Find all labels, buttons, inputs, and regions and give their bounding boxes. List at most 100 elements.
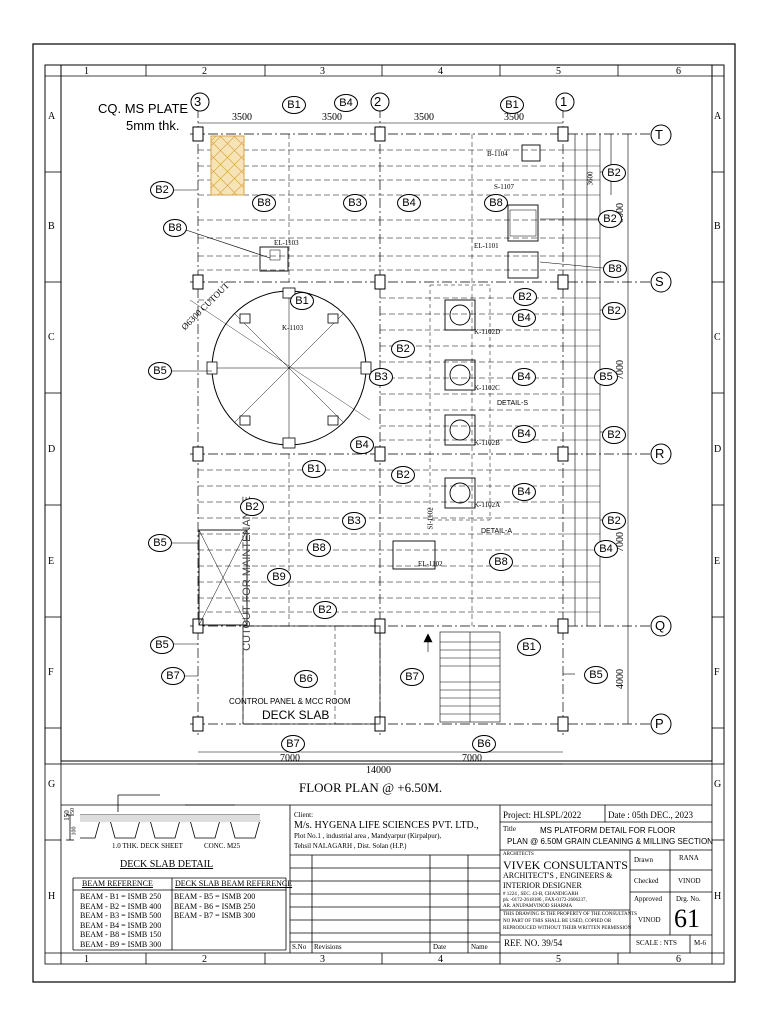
firm-address: AR. ANUPAMVINOD SHARMA	[503, 904, 573, 909]
staircase	[423, 631, 501, 723]
client-address: Tehsil NALAGARH , Dist. Solan (H.P.)	[294, 842, 407, 850]
dimension: 3500	[414, 112, 434, 123]
sheet-number: M-6	[694, 939, 707, 947]
beam-tag: B4	[512, 425, 536, 443]
copyright-note: NO PART OF THIS SHALL BE USED, COPIED OR	[503, 919, 612, 924]
beam-tag: B2	[150, 181, 174, 199]
beam-tag: B7	[400, 668, 424, 686]
row-label: G	[714, 779, 722, 790]
col-label: 3	[320, 954, 325, 965]
row-label: A	[714, 111, 722, 122]
title-label: Title	[503, 825, 516, 833]
dimension: 7000	[280, 753, 300, 764]
grid-bubble: T	[655, 127, 663, 142]
row-label: G	[48, 779, 56, 790]
col-label: 4	[438, 954, 443, 965]
beam-ref-row: BEAM - B2 = ISMB 400	[80, 901, 162, 911]
firm-subtitle: ARCHITECT'S , ENGINEERS &	[503, 871, 613, 880]
row-label: F	[714, 667, 720, 678]
beam-tag: B2	[513, 288, 537, 306]
equipment-tag: B-1104	[487, 150, 508, 158]
client-name: M/s. HYGENA LIFE SCIENCES PVT. LTD.,	[294, 820, 479, 831]
beam-ref-row: BEAM - B6 = ISMB 250	[174, 901, 256, 911]
approved-by: VINOD	[638, 916, 661, 924]
firm-name: VIVEK CONSULTANTS	[503, 858, 628, 872]
plan-title: FLOOR PLAN @ +6.50M.	[299, 780, 443, 795]
checked-label: Checked	[634, 877, 659, 885]
beam-tag: B4	[512, 309, 536, 327]
row-label: F	[48, 667, 54, 678]
beam-ref-row: BEAM - B3 = ISMB 500	[80, 911, 162, 920]
beam-tag: B8	[252, 194, 276, 212]
dimension: 3500	[504, 112, 524, 123]
equipment-tag: K-1102D	[474, 328, 501, 336]
beam-ref-row: BEAM - B5 = ISMB 200	[174, 892, 256, 901]
grid-bubble: R	[655, 446, 665, 461]
beam-tag: B1	[500, 96, 524, 114]
beam-tag: B4	[512, 483, 536, 501]
beam-tag: B4	[594, 540, 618, 558]
firm-address: # 1224 , SEC. 43-B, CHANDIGARH	[503, 892, 579, 897]
col-label: 5	[556, 66, 561, 77]
col-label: 2	[202, 954, 207, 965]
beam-tag: B7	[161, 667, 185, 685]
title-block-lines	[61, 804, 712, 953]
revisions-label: Revisions	[314, 943, 342, 951]
project-number: Project: HLSPL/2022	[503, 810, 582, 820]
beam-tag: B6	[294, 670, 318, 688]
beam-tag: B4	[397, 194, 421, 212]
col-label: 6	[676, 954, 681, 965]
maintenance-cutout-label: CUTOUT FOR MAINTENANCE	[240, 496, 253, 651]
reference-number: REF. NO. 39/54	[504, 938, 563, 948]
copyright-note: REPRODUCED WITHOUT THEIR WRITTEN PERMISS…	[503, 926, 632, 931]
beam-tag: B7	[281, 735, 305, 753]
col-label: 6	[676, 66, 681, 77]
equipment-tag: K-1103	[282, 324, 304, 332]
beam-tag: B3	[369, 368, 393, 386]
deck-note: CONC. M25	[204, 842, 241, 850]
col-label: 1	[84, 954, 89, 965]
beam-tag: B2	[391, 466, 415, 484]
equipment-tag: EL-1102	[418, 560, 443, 568]
name-label: Name	[471, 943, 488, 951]
dimension: 7000	[462, 753, 482, 764]
dimension: 3600	[586, 171, 595, 186]
beam-tag: B9	[267, 568, 291, 586]
beam-tag: B4	[334, 94, 358, 112]
beam-ref-heading: BEAM REFERENCE	[82, 879, 153, 888]
beam-tag: B2	[391, 340, 415, 358]
ms-plate-hatch	[210, 135, 245, 196]
row-label: H	[48, 891, 56, 902]
drawing-title-line2: PLAN @ 6.50M GRAIN CLEANING & MILLING SE…	[507, 837, 713, 846]
beam-tag: B1	[290, 292, 314, 310]
drawn-label: Drawn	[634, 856, 654, 864]
deck-beam-ref-list: BEAM - B5 = ISMB 200 BEAM - B6 = ISMB 25…	[174, 892, 255, 921]
dimension: 3500	[322, 112, 342, 123]
grid-bubble: 2	[374, 94, 382, 109]
drawn-by: RANA	[679, 854, 699, 862]
beam-tag: B4	[512, 368, 536, 386]
beam-tag: B2	[313, 601, 337, 619]
detail-label: DETAIL-A	[481, 528, 512, 535]
col-label: 5	[556, 954, 561, 965]
beam-tag: B1	[302, 460, 326, 478]
row-label: C	[714, 332, 721, 343]
beam-tag: B4	[350, 436, 374, 454]
beam-ref-row: BEAM - B4 = ISMB 200	[80, 920, 162, 930]
equipment-tag: K-1102B	[474, 439, 500, 447]
drawing-number: 61	[674, 904, 700, 933]
beam-tag: B1	[517, 638, 541, 656]
beam-tag: B2	[602, 164, 626, 182]
beam-ref-row: BEAM - B1 = ISMB 250	[80, 892, 162, 901]
client-address: Plot No.1 , industrial area , Mandyarpur…	[294, 832, 442, 840]
beam-tag: B2	[602, 512, 626, 530]
drawing-date: Date : 05th DEC., 2023	[608, 810, 693, 820]
beam-ref-list: BEAM - B1 = ISMB 250 BEAM - B2 = ISMB 40…	[80, 892, 161, 949]
beam-ref-row: BEAM - B7 = ISMB 300	[174, 911, 256, 920]
equipment-boxes	[198, 144, 541, 725]
equipment-tag: EL-1103	[274, 239, 299, 247]
equipment-tag: S-1107	[494, 183, 514, 191]
equipment-tag: SI-1102	[426, 507, 435, 530]
grid-bubble: Q	[655, 618, 666, 633]
row-label: A	[48, 111, 56, 122]
